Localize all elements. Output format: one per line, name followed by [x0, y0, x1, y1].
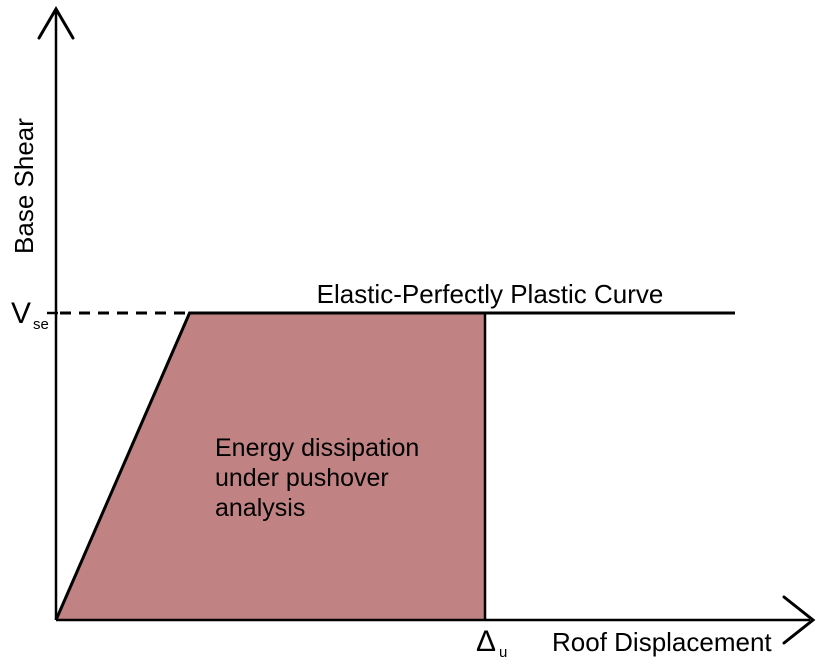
y-axis-label: Base Shear	[9, 118, 39, 254]
y-axis-arrowhead-icon	[37, 6, 75, 40]
elastic-slope-line	[54, 311, 192, 621]
energy-dissipation-region	[56, 313, 485, 620]
vse-label-subscript: se	[33, 316, 49, 333]
delta-u-label-subscript: u	[499, 644, 507, 661]
curve-title: Elastic-Perfectly Plastic Curve	[317, 279, 664, 309]
vse-label: V	[11, 297, 31, 330]
x-axis-label: Roof Displacement	[552, 627, 772, 657]
delta-u-label: Δ	[476, 625, 496, 658]
region-label-line-2: under pushover	[215, 464, 389, 492]
region-label-line-1: Energy dissipation	[215, 434, 419, 462]
region-label-line-3: analysis	[215, 494, 305, 522]
x-axis-arrowhead-icon	[782, 595, 816, 645]
